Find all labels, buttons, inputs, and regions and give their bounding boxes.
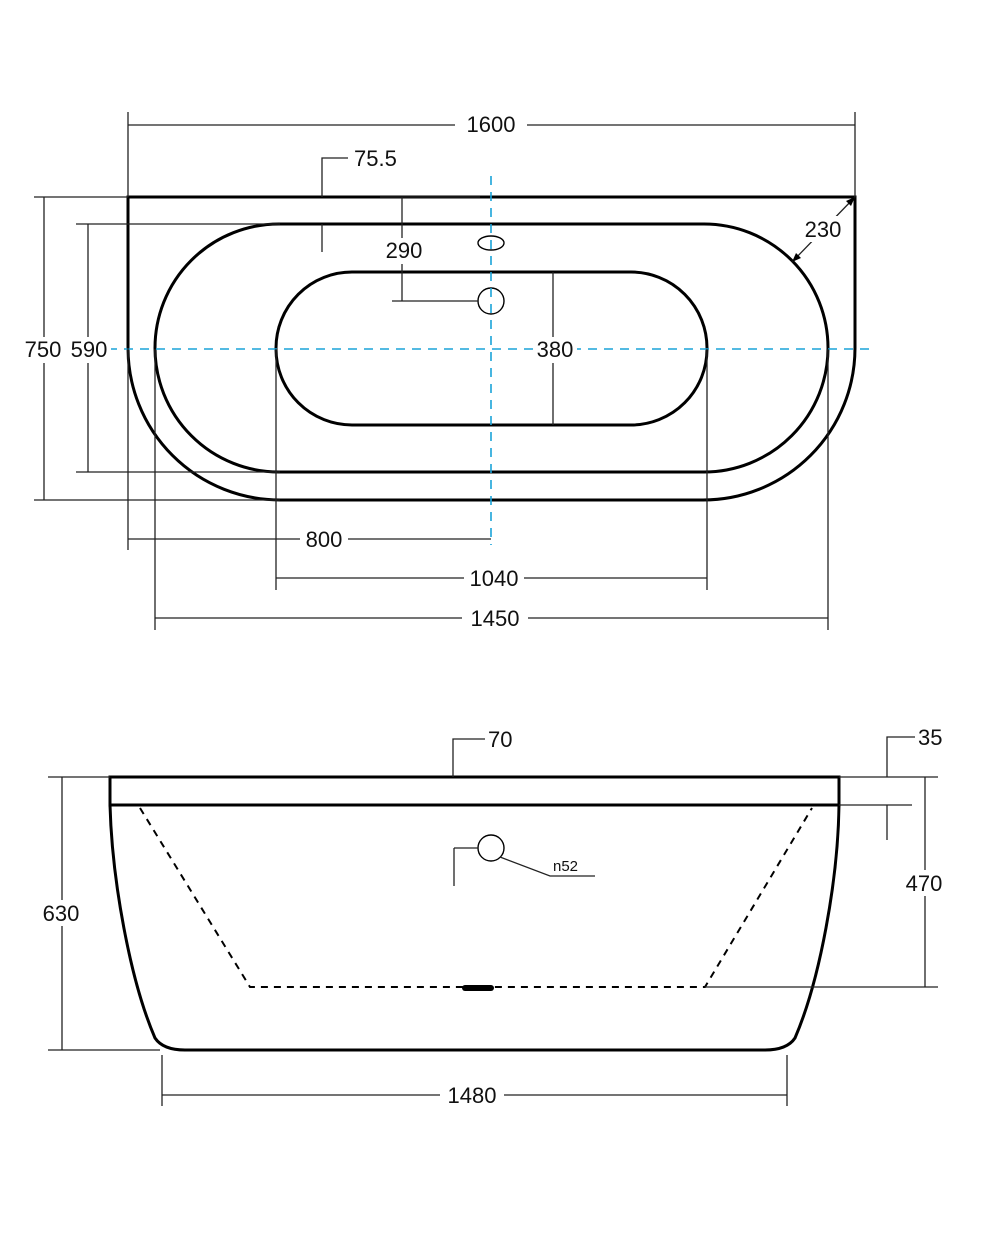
dim-590: 590 — [67, 223, 280, 473]
dim-380: 380 — [533, 272, 577, 425]
dim-470: 470 — [705, 776, 950, 988]
side-view: n52 70 35 470 630 — [37, 725, 950, 1108]
dim-230-label: 230 — [805, 217, 842, 242]
dim-290-label: 290 — [386, 238, 423, 263]
top-outer-outline — [126, 195, 857, 502]
dim-800: 800 — [127, 348, 491, 552]
side-drain — [462, 985, 494, 991]
dim-1040: 1040 — [275, 349, 708, 591]
dim-1600: 1600 — [127, 112, 856, 197]
dim-1040-label: 1040 — [470, 566, 519, 591]
side-rim — [108, 775, 841, 807]
dim-75-5-label: 75.5 — [354, 146, 397, 171]
tap-hole — [477, 235, 505, 251]
dim-1600-label: 1600 — [467, 112, 516, 137]
dim-n52: n52 — [499, 856, 595, 877]
dim-590-label: 590 — [71, 337, 108, 362]
dim-230: 230 — [791, 196, 856, 263]
dim-70: 70 — [452, 727, 512, 777]
dim-35-label: 35 — [918, 725, 942, 750]
dim-1450-label: 1450 — [471, 606, 520, 631]
dim-380-label: 380 — [537, 337, 574, 362]
dim-750: 750 — [20, 196, 280, 501]
dim-1450: 1450 — [154, 349, 829, 631]
dim-750-label: 750 — [25, 337, 62, 362]
dim-630-label: 630 — [43, 901, 80, 926]
dim-75-5: 75.5 — [321, 146, 397, 252]
side-body — [108, 804, 841, 1052]
dim-470-label: 470 — [906, 871, 943, 896]
dim-800-label: 800 — [306, 527, 343, 552]
side-hidden-basin — [139, 807, 813, 988]
top-view: 1600 75.5 230 290 — [20, 112, 875, 631]
dim-n52-label: n52 — [553, 858, 578, 875]
dim-630: 630 — [37, 776, 160, 1051]
dim-1480-label: 1480 — [448, 1083, 497, 1108]
dim-290: 290 — [380, 196, 480, 302]
dim-70-label: 70 — [488, 727, 512, 752]
dim-35: 35 — [886, 725, 942, 840]
dim-1480: 1480 — [161, 1055, 788, 1108]
